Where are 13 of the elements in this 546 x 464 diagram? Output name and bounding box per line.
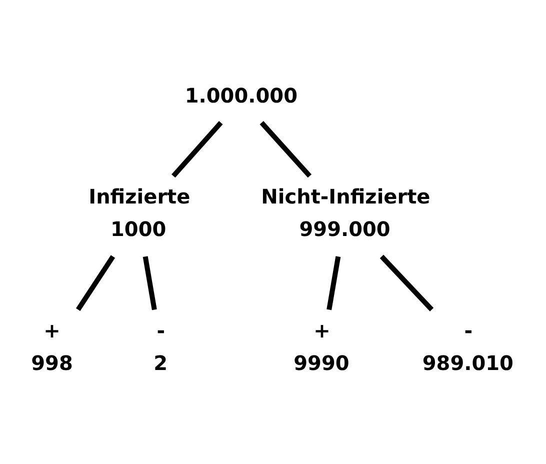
connector	[76, 254, 116, 311]
connector	[380, 254, 434, 311]
node-text: Infizierte 1000	[88, 184, 190, 240]
node-text: - 2	[154, 318, 168, 374]
node-text: - 989.010	[422, 318, 514, 374]
node-text: Nicht-Infizierte 999.000	[261, 184, 430, 240]
connector	[172, 120, 223, 178]
node-text: + 9990	[294, 318, 350, 374]
connector	[260, 120, 312, 178]
connector	[142, 256, 157, 310]
node-text: 1.000.000	[184, 82, 298, 107]
connector	[326, 256, 341, 310]
node-text: + 998	[31, 318, 73, 374]
